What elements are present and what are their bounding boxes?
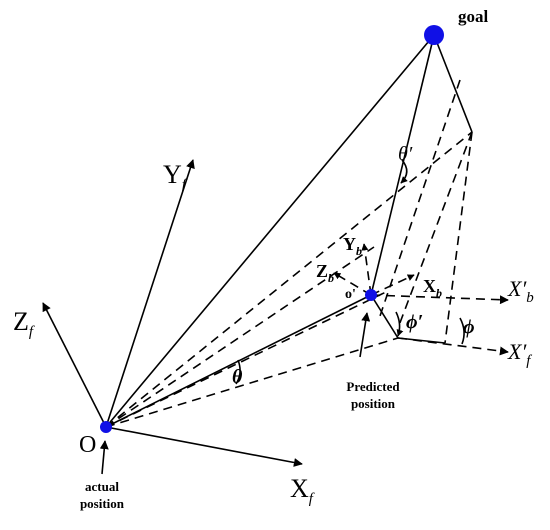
solid-lines	[105, 34, 473, 428]
actual-position-line1: actual	[85, 479, 119, 494]
predicted-position-line2: position	[351, 396, 396, 411]
axis-xb-prime	[370, 294, 509, 305]
dash-origin-to-lower	[105, 337, 399, 428]
axis-label-yb: Yb	[343, 234, 362, 258]
dash-diagonal-1	[379, 79, 461, 317]
dash-origin-upper	[105, 246, 375, 428]
axis-label-xf: Xf	[290, 474, 315, 507]
phi-label: ϕ	[463, 316, 475, 338]
actual-position-line2: position	[80, 496, 125, 511]
dashed-lines	[105, 79, 509, 428]
origin-label: O	[79, 432, 96, 458]
predicted-position-arrow	[359, 312, 371, 358]
axis-label-yf: Yf	[163, 160, 188, 193]
axis-yf	[105, 159, 195, 428]
actual-position-arrow	[99, 440, 109, 475]
line-origin-to-goal	[105, 34, 435, 428]
axis-zf	[42, 302, 107, 428]
phi-prime-label: ϕ′	[406, 311, 423, 333]
phi-prime-arc	[395, 311, 404, 337]
theta-label: θ	[232, 366, 243, 388]
fixed-frame-axes	[42, 159, 303, 467]
axis-label-xb: Xb	[423, 276, 442, 300]
line-predicted-to-lower	[370, 294, 399, 339]
goal-point	[424, 25, 444, 45]
body-frame-axes	[333, 243, 415, 296]
theta-arc	[235, 359, 241, 385]
predicted-position-line1: Predicted	[346, 379, 400, 394]
predicted-origin-label: o'	[345, 287, 356, 302]
dash-origin-to-predicted-region	[105, 291, 387, 428]
pointer-arrows	[99, 312, 371, 475]
line-predicted-to-goal	[370, 34, 435, 296]
axis-zb	[333, 272, 372, 296]
origin-point	[100, 421, 112, 433]
line-goal-to-right	[433, 34, 473, 133]
axis-xb	[370, 274, 415, 296]
axis-xf-prime	[397, 337, 509, 356]
axis-label-zf: Zf	[13, 307, 35, 340]
axis-label-xb-prime: X′b	[507, 276, 534, 306]
axis-label-xf-prime: X′f	[507, 339, 532, 369]
dash-origin-to-right	[105, 131, 473, 428]
angle-arcs	[235, 159, 465, 385]
theta-prime-arc	[400, 159, 408, 184]
axis-label-zb: Zb	[316, 261, 334, 285]
dash-diagonal-2	[397, 131, 473, 329]
predicted-point	[365, 289, 377, 301]
goal-label: goal	[458, 7, 489, 26]
dash-vertical-right	[444, 131, 473, 344]
axis-yb	[361, 243, 372, 296]
theta-prime-label: θ′	[398, 143, 413, 165]
axis-xf	[105, 426, 303, 467]
phi-arc	[459, 317, 465, 345]
